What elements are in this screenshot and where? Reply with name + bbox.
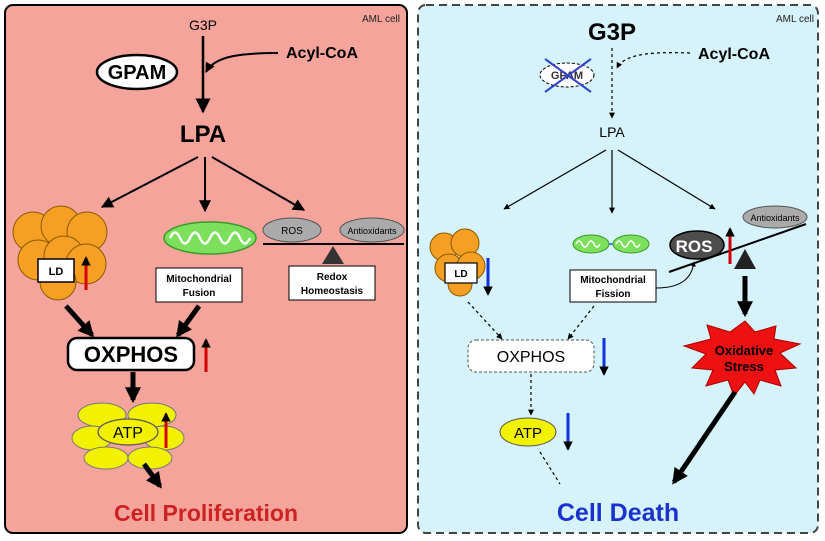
right-ros-label: ROS [676,237,713,256]
right-oxphos-label: OXPHOS [497,349,565,366]
left-antioxidants-label: Antioxidants [347,226,397,236]
left-oxphos-label: OXPHOS [84,342,178,367]
left-mito-label-line1: Mitochondrial [166,274,232,285]
right-oxidative-stress-burst [682,320,802,398]
left-lpa-to-ld-arrow [100,156,199,208]
left-atp-to-outcome-arrow [141,462,163,489]
left-mito-label-line2: Fusion [183,288,216,299]
left-mitochondrion-icon [163,221,257,255]
left-acyl-coa-label: Acyl-CoA [286,45,358,62]
left-atp-center [97,418,159,446]
left-redox-label-line1: Redox [317,272,348,283]
right-mito-label-line1: Mitochondrial [580,275,646,286]
left-gpam-enzyme [95,53,179,91]
right-ld-to-oxphos-arrow [467,301,503,340]
left-mito-label-box [155,267,243,303]
right-balance-beam [668,223,807,273]
left-panel: AML cell G3P Acyl-CoA GPAM LPA LD [4,4,408,534]
right-mitochondrion-icon [572,234,650,254]
right-atp-label: ATP [514,425,542,442]
right-mito-label-box [569,269,657,303]
right-antioxidants-oval [742,205,808,229]
left-cell-label: AML cell [362,14,400,25]
right-acyl-coa-arrow [616,52,691,69]
right-mito-label-line2: Fission [595,289,630,300]
right-atp-oval [499,417,557,447]
right-acyl-coa-label: Acyl-CoA [698,46,770,63]
left-antioxidants-oval [339,217,405,243]
left-outcome-label: Cell Proliferation [114,500,298,526]
left-lpa-label: LPA [180,121,226,148]
left-ld-label: LD [49,266,64,278]
right-lpa-to-ld-arrow [503,149,607,210]
right-antioxidants-label: Antioxidants [750,213,800,223]
left-ld-box [37,258,75,283]
right-lipid-droplet-cluster [429,228,486,297]
right-ld-label: LD [454,269,467,280]
right-cell-label: AML cell [776,14,814,25]
right-stress-label-line1: Oxidative [715,343,774,358]
right-balance-fulcrum [734,249,756,269]
right-lpa-label: LPA [599,124,625,140]
right-stress-label-line2: Stress [724,359,764,374]
left-ros-label: ROS [281,226,303,237]
left-balance-fulcrum [322,246,344,264]
right-g3p-label: G3P [588,19,636,46]
left-mito-to-oxphos-arrow [175,304,202,338]
right-panel: AML cell G3P Acyl-CoA GPAM LPA LD [417,4,819,534]
right-ros-oval [669,230,725,260]
left-atp-label: ATP [113,425,143,442]
left-gpam-label: GPAM [108,62,167,84]
left-ld-to-oxphos-arrow [64,304,95,338]
right-ld-box [444,262,478,284]
right-gpam-cross-2 [544,58,592,93]
left-oxphos-box [66,336,196,372]
left-acyl-coa-arrow [205,52,279,73]
right-stress-to-death-arrow [671,390,738,485]
right-oxphos-box [467,339,595,373]
right-mito-to-oxphos-arrow [567,305,595,340]
right-fission-to-ros-arrow [655,261,696,289]
left-redox-label-line2: Homeostasis [301,286,364,297]
left-g3p-label: G3P [189,17,217,33]
left-ros-oval [262,217,322,243]
right-atp-to-death-line [539,451,561,485]
right-lpa-to-ros-arrow [617,149,716,210]
left-redox-label-box [288,265,376,301]
right-panel-background [417,4,819,534]
left-lpa-to-redox-arrow [211,156,306,211]
right-outcome-label: Cell Death [557,499,679,527]
